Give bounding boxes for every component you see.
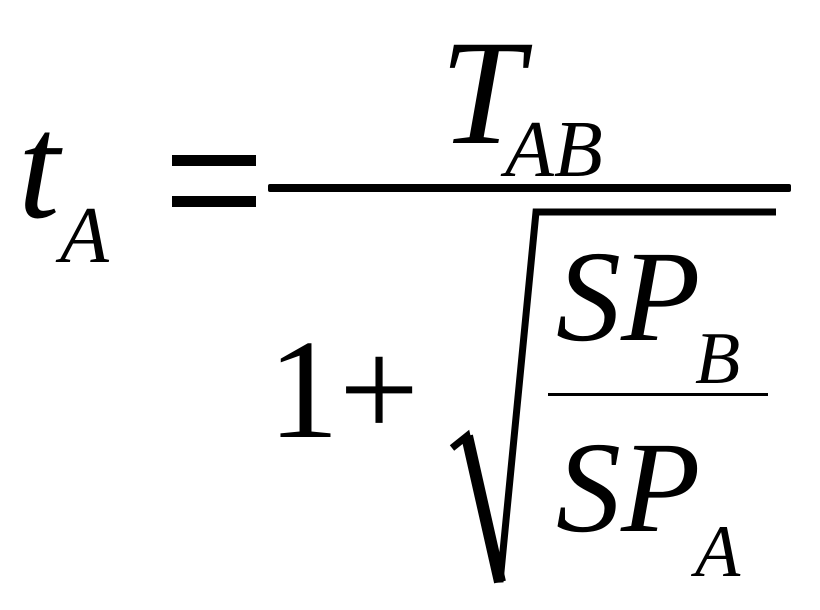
numerator-variable-t: T — [440, 10, 524, 176]
radicand-numerator-sp: SP — [556, 225, 701, 369]
equals-top-bar — [172, 155, 256, 166]
denominator-one-plus: 1+ — [268, 310, 420, 468]
equals-bottom-bar — [172, 196, 256, 207]
numerator-subscript-ab: AB — [505, 106, 603, 194]
lhs-variable-t: t — [18, 84, 60, 250]
lhs-subscript-a: A — [60, 192, 109, 280]
radicand-fraction-bar — [548, 393, 768, 396]
main-fraction-bar — [268, 184, 791, 192]
equals-sign — [172, 155, 256, 207]
radicand-denominator-sp: SP — [556, 416, 701, 560]
radicand-numerator-subscript-b: B — [695, 318, 741, 400]
radicand-denominator-subscript-a: A — [695, 511, 741, 593]
